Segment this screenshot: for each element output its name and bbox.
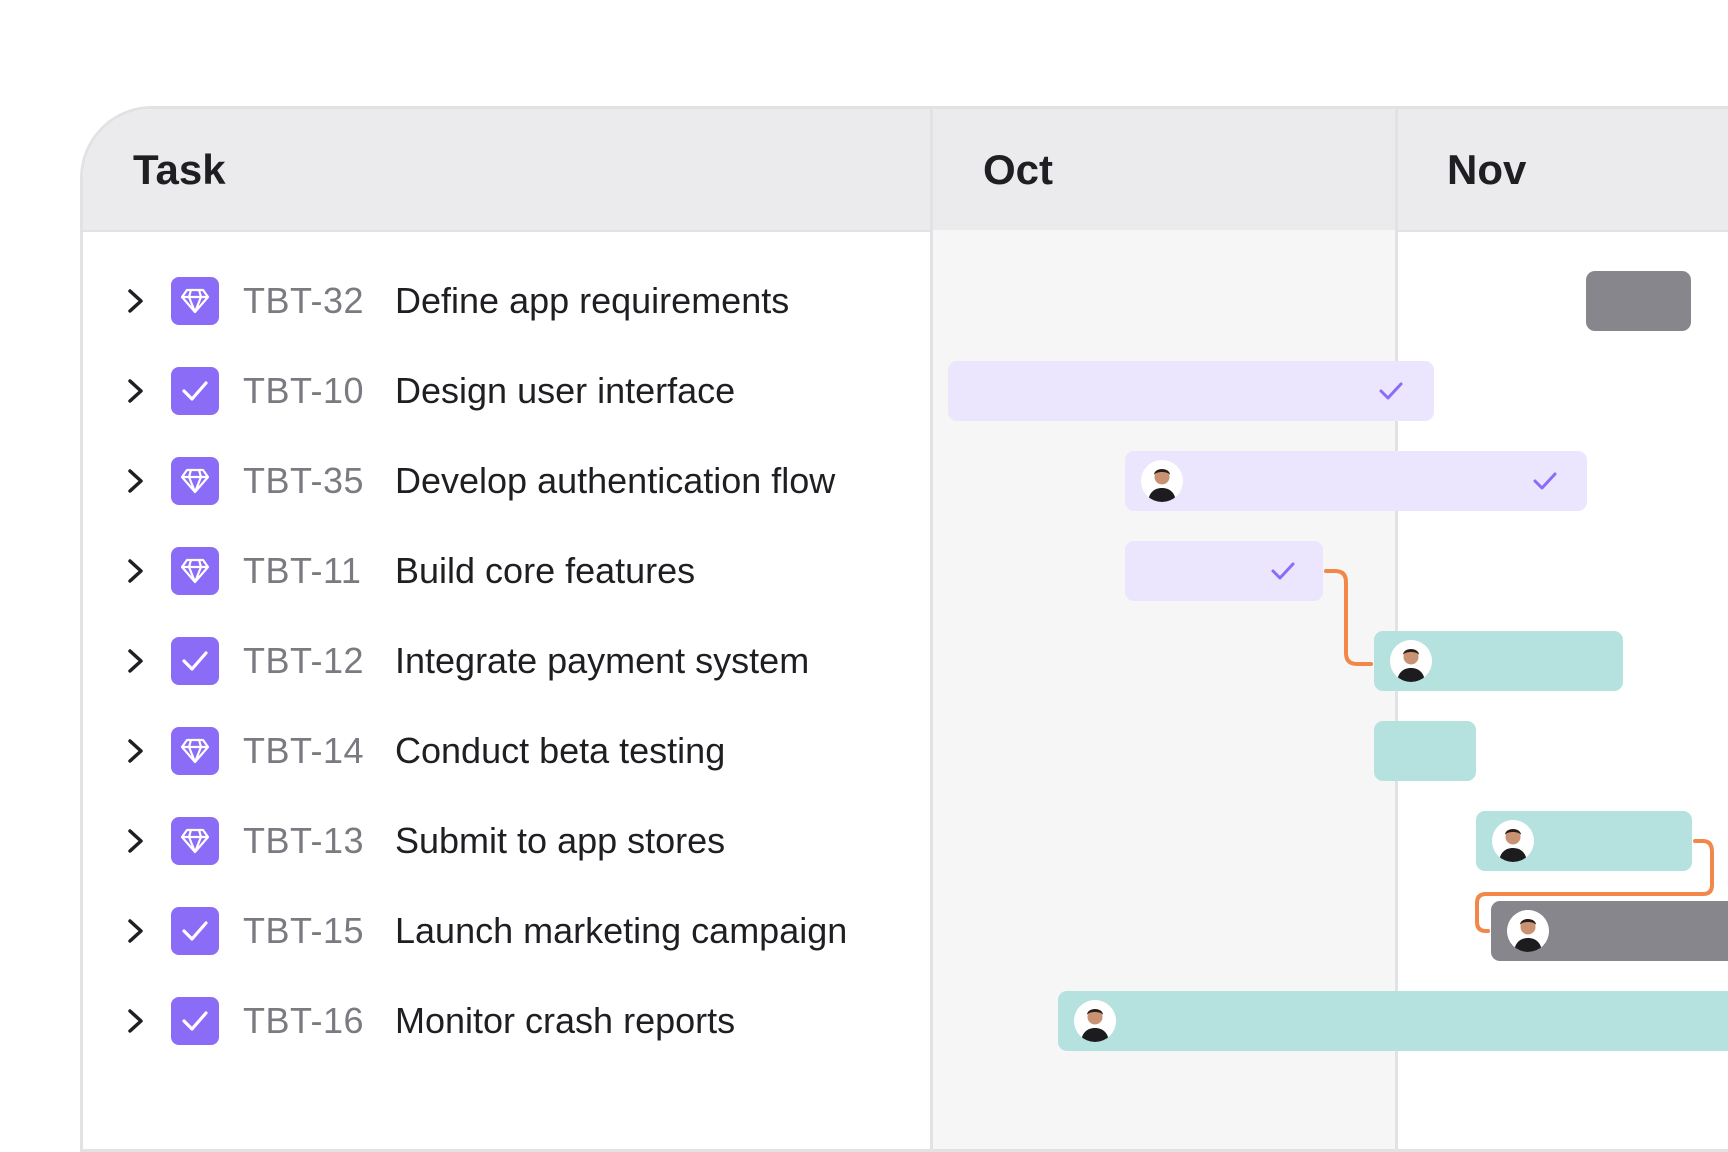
task-name[interactable]: Submit to app stores — [395, 820, 726, 861]
check-icon — [1533, 472, 1557, 490]
chevron-right-icon[interactable] — [113, 548, 159, 594]
task-row[interactable]: TBT-10 Design user interface — [83, 346, 928, 436]
task-name[interactable]: Launch marketing campaign — [395, 910, 848, 951]
task-name[interactable]: Develop authentication flow — [395, 460, 836, 501]
task-name[interactable]: Design user interface — [395, 370, 736, 411]
task-name[interactable]: Integrate payment system — [395, 640, 810, 681]
task-row[interactable]: TBT-13 Submit to app stores — [83, 796, 928, 886]
timeline-bar[interactable] — [1586, 271, 1691, 331]
chevron-right-icon[interactable] — [113, 638, 159, 684]
task-name[interactable]: Build core features — [395, 550, 696, 591]
chevron-right-icon[interactable] — [113, 728, 159, 774]
timeline-bar[interactable] — [1476, 811, 1692, 871]
avatar — [1507, 910, 1549, 952]
task-name[interactable]: Conduct beta testing — [395, 730, 726, 771]
check-icon — [171, 367, 219, 415]
chevron-right-icon[interactable] — [113, 818, 159, 864]
task-row[interactable]: TBT-11 Build core features — [83, 526, 928, 616]
task-row[interactable]: TBT-32 Define app requirements — [83, 256, 928, 346]
gem-icon — [171, 547, 219, 595]
check-icon — [171, 637, 219, 685]
avatar — [1074, 1000, 1116, 1042]
timeline-bar[interactable] — [1125, 541, 1323, 601]
gem-icon — [171, 727, 219, 775]
task-name[interactable]: Define app requirements — [395, 280, 790, 321]
gem-icon — [171, 817, 219, 865]
timeline-bar[interactable] — [1125, 451, 1587, 511]
column-divider — [930, 109, 933, 1149]
task-key: TBT-35 — [243, 460, 365, 501]
task-key: TBT-32 — [243, 280, 365, 321]
chevron-right-icon[interactable] — [113, 458, 159, 504]
task-row[interactable]: TBT-35 Develop authentication flow — [83, 436, 928, 526]
task-row[interactable]: TBT-12 Integrate payment system — [83, 616, 928, 706]
timeline-bar[interactable] — [1374, 721, 1476, 781]
avatar — [1141, 460, 1183, 502]
timeline-bar[interactable] — [1374, 631, 1623, 691]
avatar — [1390, 640, 1432, 682]
task-key: TBT-16 — [243, 1000, 365, 1041]
month-divider — [1395, 109, 1398, 1149]
task-row[interactable]: TBT-16 Monitor crash reports — [83, 976, 928, 1066]
timeline-header: Task Oct Nov — [83, 109, 1728, 232]
gantt-board: Task Oct Nov TBT-32 Define app requireme… — [80, 106, 1728, 1152]
task-row[interactable]: TBT-14 Conduct beta testing — [83, 706, 928, 796]
timeline-bar[interactable] — [948, 361, 1434, 421]
avatar — [1492, 820, 1534, 862]
check-icon — [1271, 562, 1295, 580]
task-key: TBT-11 — [243, 550, 362, 591]
chevron-right-icon[interactable] — [113, 368, 159, 414]
task-column-header: Task — [133, 145, 226, 193]
task-name[interactable]: Monitor crash reports — [395, 1000, 736, 1041]
chevron-right-icon[interactable] — [113, 908, 159, 954]
gem-icon — [171, 457, 219, 505]
task-key: TBT-12 — [243, 640, 365, 681]
chevron-right-icon[interactable] — [113, 998, 159, 1044]
task-key: TBT-14 — [243, 730, 365, 771]
task-key: TBT-13 — [243, 820, 365, 861]
gem-icon — [171, 277, 219, 325]
month-header-oct: Oct — [983, 145, 1054, 193]
timeline-bar[interactable] — [1491, 901, 1728, 961]
month-header-nov: Nov — [1447, 145, 1527, 193]
check-icon — [1379, 382, 1403, 400]
task-key: TBT-15 — [243, 910, 365, 951]
chevron-right-icon[interactable] — [113, 278, 159, 324]
timeline-bar[interactable] — [1058, 991, 1728, 1051]
task-key: TBT-10 — [243, 370, 365, 411]
check-icon — [171, 907, 219, 955]
task-row[interactable]: TBT-15 Launch marketing campaign — [83, 886, 928, 976]
check-icon — [171, 997, 219, 1045]
